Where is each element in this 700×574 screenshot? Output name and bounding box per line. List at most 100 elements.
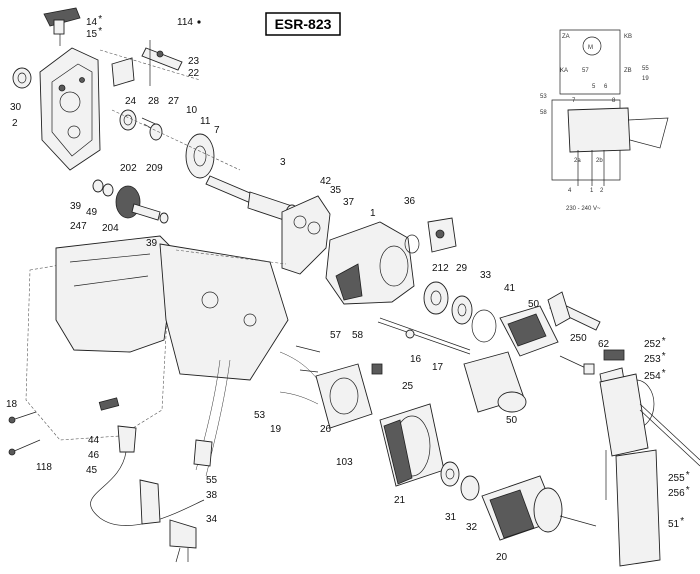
gear-204-group [92,179,169,224]
part-label-36: 36 [404,196,416,207]
title-box: ESR-823 [265,12,341,36]
part-label-253: 253 [644,354,661,365]
svg-text:ZB: ZB [624,68,632,74]
part-label-62: 62 [598,339,610,350]
keyed-chuck [499,291,601,357]
part-label-3: 3 [280,157,286,168]
part-label-1: 1 [370,208,376,219]
svg-text:2: 2 [600,188,604,194]
svg-text:53: 53 [540,94,547,100]
part-label-37: 37 [343,197,355,208]
keyless-chuck [463,351,595,413]
svg-text:2b: 2b [596,158,603,164]
star-mark: * [98,14,102,25]
bearing-30 [12,67,32,89]
part-label-28: 28 [148,96,160,107]
part-label-20: 20 [496,552,508,563]
title: ESR-823 [275,16,332,32]
part-label-254: 254 [644,371,661,382]
front-cover [325,221,415,305]
part-label-22: 22 [188,68,200,79]
part-label-103: 103 [336,457,353,468]
power-cord [90,425,205,563]
intermediate-shaft-parts [111,109,241,179]
part-label-45: 45 [86,465,98,476]
part-label-250: 250 [570,333,587,344]
svg-text:ZA: ZA [562,34,570,40]
part-label-57: 57 [330,330,342,341]
part-label-15: 15 [86,29,98,40]
part-label-49: 49 [86,207,98,218]
gasket-plate [281,195,331,275]
screws [8,397,120,456]
part-label-42: 42 [320,176,332,187]
part-label-25: 25 [402,381,414,392]
svg-text:M: M [588,45,593,51]
part-label-247: 247 [70,221,87,232]
part-label-30: 30 [10,102,22,113]
star-mark: * [686,485,690,496]
star-mark: * [686,470,690,481]
part-label-23: 23 [188,56,200,67]
part-label-18: 18 [6,399,18,410]
part-label-29: 29 [456,263,468,274]
part-label-50a: 50 [528,299,540,310]
svg-text:KA: KA [560,68,568,74]
part-label-31: 31 [445,512,457,523]
svg-text:19: 19 [642,76,649,82]
part-label-14: 14 [86,17,98,28]
part-label-41: 41 [504,283,516,294]
part-label-33: 33 [480,270,492,281]
star-mark: * [662,351,666,362]
part-label-209: 209 [146,163,163,174]
star-mark: * [680,516,684,527]
part-label-204: 204 [102,223,119,234]
gear-housing [39,47,101,171]
part-label-39b: 39 [146,238,158,249]
svg-text:1: 1 [590,188,594,194]
part-label-2: 2 [12,118,18,129]
part-label-46: 46 [88,450,100,461]
part-label-11: 11 [200,116,211,127]
part-label-256: 256 [668,488,685,499]
lead-wires [193,351,319,477]
part-label-10: 10 [186,105,198,116]
drill-stop-parts [404,217,457,254]
handle-housing [25,235,289,441]
part-label-118: 118 [36,462,52,473]
part-label-24: 24 [125,96,137,107]
part-label-51: 51 [668,519,680,530]
svg-text:5: 5 [592,84,596,90]
part-label-202: 202 [120,163,137,174]
svg-text:8: 8 [612,98,616,104]
part-label-35: 35 [330,185,342,196]
svg-text:114: 114 [177,17,193,28]
part-label-16: 16 [410,354,422,365]
part-label-252: 252 [644,339,661,350]
svg-text:KB: KB [624,34,632,40]
part-label-7: 7 [214,125,220,136]
part-label-53: 53 [254,410,266,421]
voltage-label: 230 - 240 V~ [566,206,601,212]
selector-parts [99,40,201,87]
star-mark: * [662,368,666,379]
switch-slider [43,7,81,46]
part-label-27: 27 [168,96,180,107]
part-label-44: 44 [88,435,100,446]
star-mark: * [662,336,666,347]
aux-handle [599,349,700,567]
svg-text:7: 7 [572,98,576,104]
part-label-21: 21 [394,495,406,506]
brush-holder [295,345,383,429]
part-label-26: 26 [320,424,332,435]
stator [379,403,445,487]
part-label-32: 32 [466,522,478,533]
armature [481,475,597,541]
part-label-55: 55 [206,475,218,486]
part-label-19: 19 [270,424,282,435]
depth-rod [377,317,471,355]
part-label-34: 34 [206,514,218,525]
svg-text:58: 58 [540,110,547,116]
